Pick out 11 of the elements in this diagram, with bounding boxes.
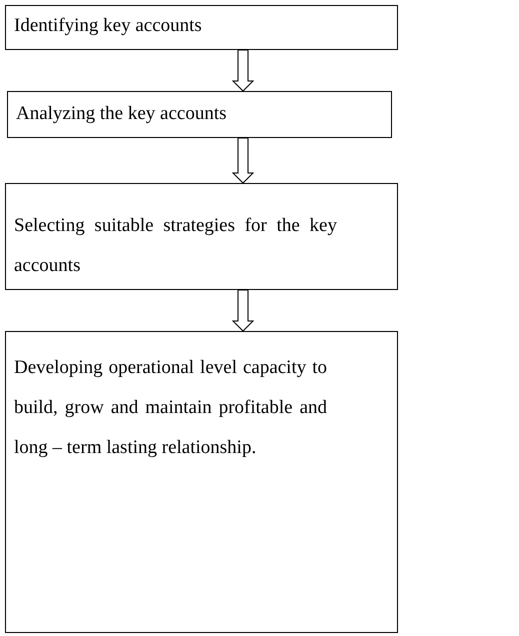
process-box: [5, 331, 398, 633]
hollow-arrow: [232, 50, 254, 92]
step-text: Selecting suitable strategies for the key accounts: [14, 214, 337, 278]
process-box: [5, 183, 398, 290]
process-box: [5, 5, 398, 50]
hollow-arrow: [232, 138, 254, 184]
step-text: Analyzing the key accounts: [16, 102, 228, 126]
step-text: Identifying key accounts: [14, 14, 203, 38]
step-text: Developing operational level capacity to build, grow and maintain profitable and long – term lasting relationship.: [14, 356, 327, 460]
process-box: [7, 91, 392, 138]
hollow-arrow: [232, 290, 254, 332]
